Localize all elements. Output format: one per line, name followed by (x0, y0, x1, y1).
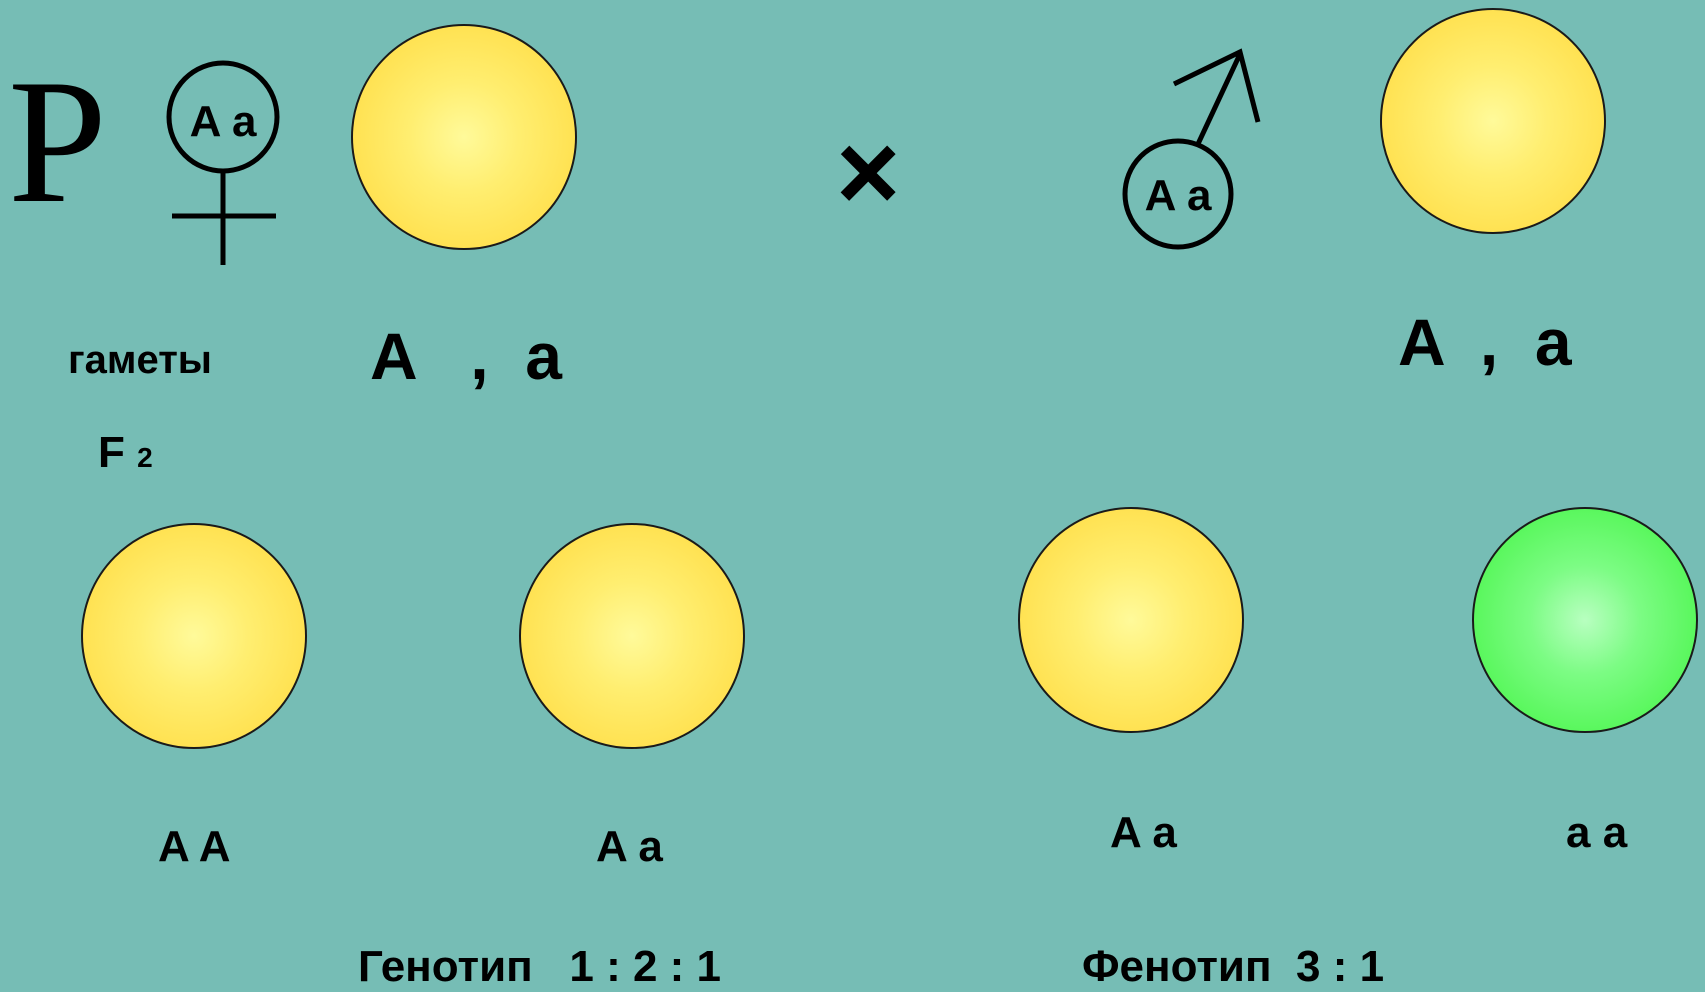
offspring-genotype-3: A a (1110, 808, 1177, 857)
f2-letter: F (98, 428, 125, 477)
female-symbol-icon: A a (166, 60, 280, 265)
male-genotype: A a (1145, 171, 1212, 220)
f2-label: F 2 (98, 428, 153, 478)
parental-generation-label: P (8, 42, 107, 240)
female-genotype: A a (190, 97, 257, 146)
offspring-pea-4 (1472, 507, 1698, 733)
offspring-pea-3 (1018, 507, 1244, 733)
female-parent-pea (351, 24, 577, 250)
phenotype-ratio: Фенотип 3 : 1 (1082, 942, 1385, 991)
male-gametes: A , a (1398, 305, 1572, 379)
offspring-pea-1 (81, 523, 307, 749)
gametes-label: гаметы (68, 338, 212, 382)
offspring-pea-2 (519, 523, 745, 749)
offspring-genotype-1: A A (158, 822, 231, 871)
female-gametes: A , a (370, 319, 562, 393)
genotype-ratio: Генотип 1 : 2 : 1 (358, 942, 721, 991)
male-symbol-icon: A a (1122, 48, 1261, 250)
offspring-genotype-2: A a (596, 822, 663, 871)
f2-subscript: 2 (137, 442, 153, 473)
cross-symbol: × (836, 111, 901, 234)
offspring-genotype-4: a a (1566, 808, 1628, 857)
male-parent-pea (1380, 8, 1606, 234)
